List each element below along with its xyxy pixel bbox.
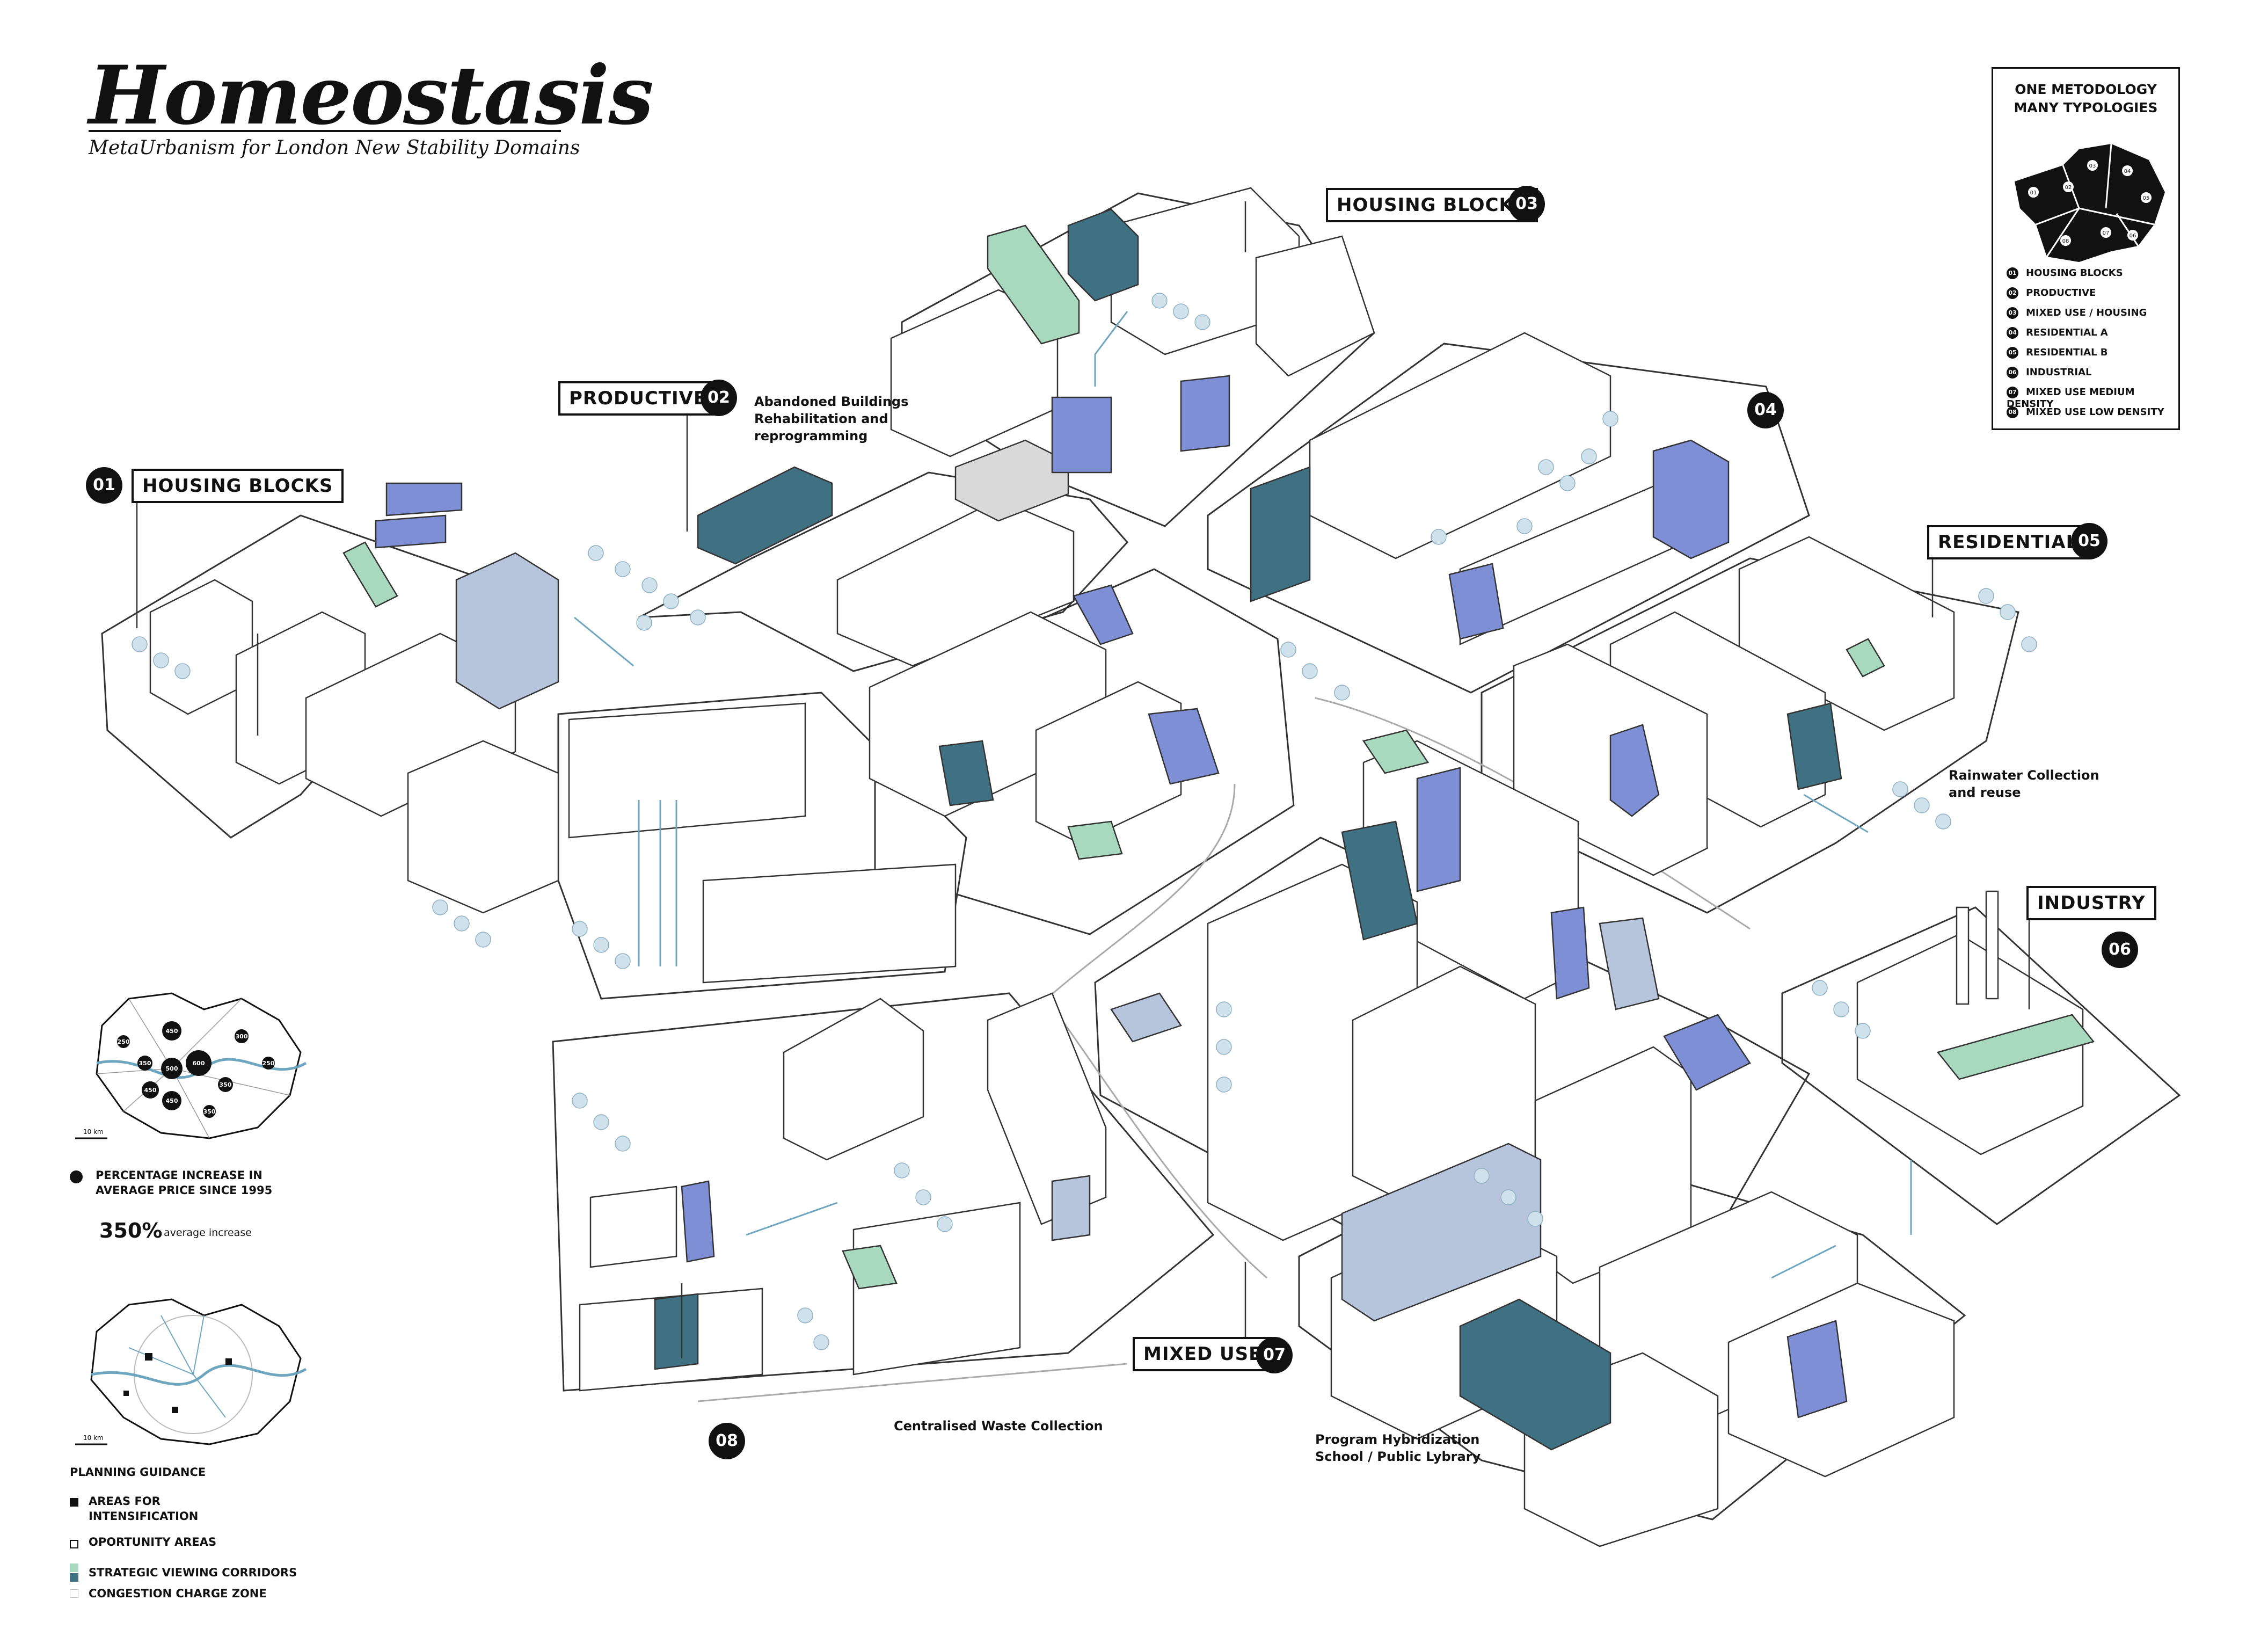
price-value: 600: [193, 1060, 205, 1067]
london-planning-map: 10 km: [75, 1298, 307, 1445]
district-04-outline: [1207, 343, 1810, 694]
note-waste-collection: Centralised Waste Collection: [894, 1419, 1103, 1434]
legend-swatch-intensification: [70, 1498, 78, 1507]
label-mixed-use: MIXED USE: [1133, 1337, 1273, 1371]
price-value: 300: [236, 1033, 248, 1040]
label-productive: PRODUCTIVE: [558, 381, 718, 416]
avg-increase-label: average increase: [164, 1227, 252, 1239]
legend-swatch-congestion: [70, 1589, 78, 1598]
price-value: 250: [118, 1038, 130, 1045]
district-06-outline: [1781, 906, 2181, 1225]
badge-07: 07: [1256, 1337, 1293, 1373]
price-value: 500: [166, 1065, 178, 1072]
scale-label: 10 km: [83, 1434, 104, 1442]
label-residential: RESIDENTIAL: [1927, 525, 2089, 559]
price-marker: [162, 1021, 181, 1041]
key-map-num-08: 08: [2062, 238, 2069, 244]
badge-05: 05: [2071, 523, 2107, 559]
planning-item: CONGESTION CHARGE ZONE: [89, 1587, 267, 1600]
price-value: 250: [262, 1060, 275, 1067]
road: [1046, 783, 1236, 1000]
key-map-num-01: 01: [2030, 190, 2037, 196]
key-map-num-02: 02: [2065, 185, 2072, 191]
badge-06: 06: [2102, 932, 2138, 968]
london-price-map: 450 500 600 350 450 450 350 300 250 250 …: [75, 992, 307, 1139]
scale-label: 10 km: [83, 1128, 104, 1136]
label-housing-blocks-01: HOUSING BLOCKS: [132, 469, 344, 503]
key-map-num-04: 04: [2124, 169, 2131, 174]
key-map-num-06: 06: [2130, 233, 2136, 239]
road: [1046, 998, 1267, 1279]
badge-02: 02: [701, 380, 737, 416]
district-08-outline: [552, 992, 1215, 1392]
price-value: 350: [139, 1060, 151, 1067]
price-legend-dot: [70, 1170, 83, 1183]
planning-item: OPORTUNITY AREAS: [89, 1536, 217, 1548]
title-divider: [89, 130, 561, 132]
district-02-outline: [638, 471, 1129, 672]
planning-item: STRATEGIC VIEWING CORRIDORS: [89, 1566, 297, 1579]
page-subtitle: MetaUrbanism for London New Stability Do…: [89, 137, 580, 159]
price-value: 450: [166, 1028, 178, 1035]
label-housing-blocks-03: HOUSING BLOCKS: [1326, 188, 1538, 222]
label-industry: INDUSTRY: [2026, 886, 2156, 920]
typology-key-map: 01 02 03 04 05 06 07 08: [2015, 143, 2165, 262]
price-value: 350: [220, 1081, 232, 1088]
page-title: Homeostasis: [89, 48, 654, 143]
legend-swatch-opportunity: [70, 1540, 78, 1548]
key-map-num-07: 07: [2103, 230, 2110, 236]
road: [697, 1363, 1128, 1402]
badge-03: 03: [1508, 186, 1545, 222]
price-value: 450: [166, 1097, 178, 1104]
badge-04: 04: [1747, 392, 1784, 428]
planning-guidance-title: PLANNING GUIDANCE: [70, 1466, 206, 1479]
key-map-num-05: 05: [2143, 195, 2150, 201]
avg-increase-value: 350%: [99, 1219, 163, 1242]
key-map-num-03: 03: [2089, 163, 2096, 169]
badge-01: 01: [86, 467, 122, 504]
price-value: 350: [203, 1108, 216, 1115]
legend-swatch-viewing-a: [70, 1563, 78, 1572]
badge-08: 08: [709, 1423, 745, 1459]
legend-swatch-viewing-b: [70, 1573, 78, 1582]
price-value: 450: [144, 1087, 157, 1094]
